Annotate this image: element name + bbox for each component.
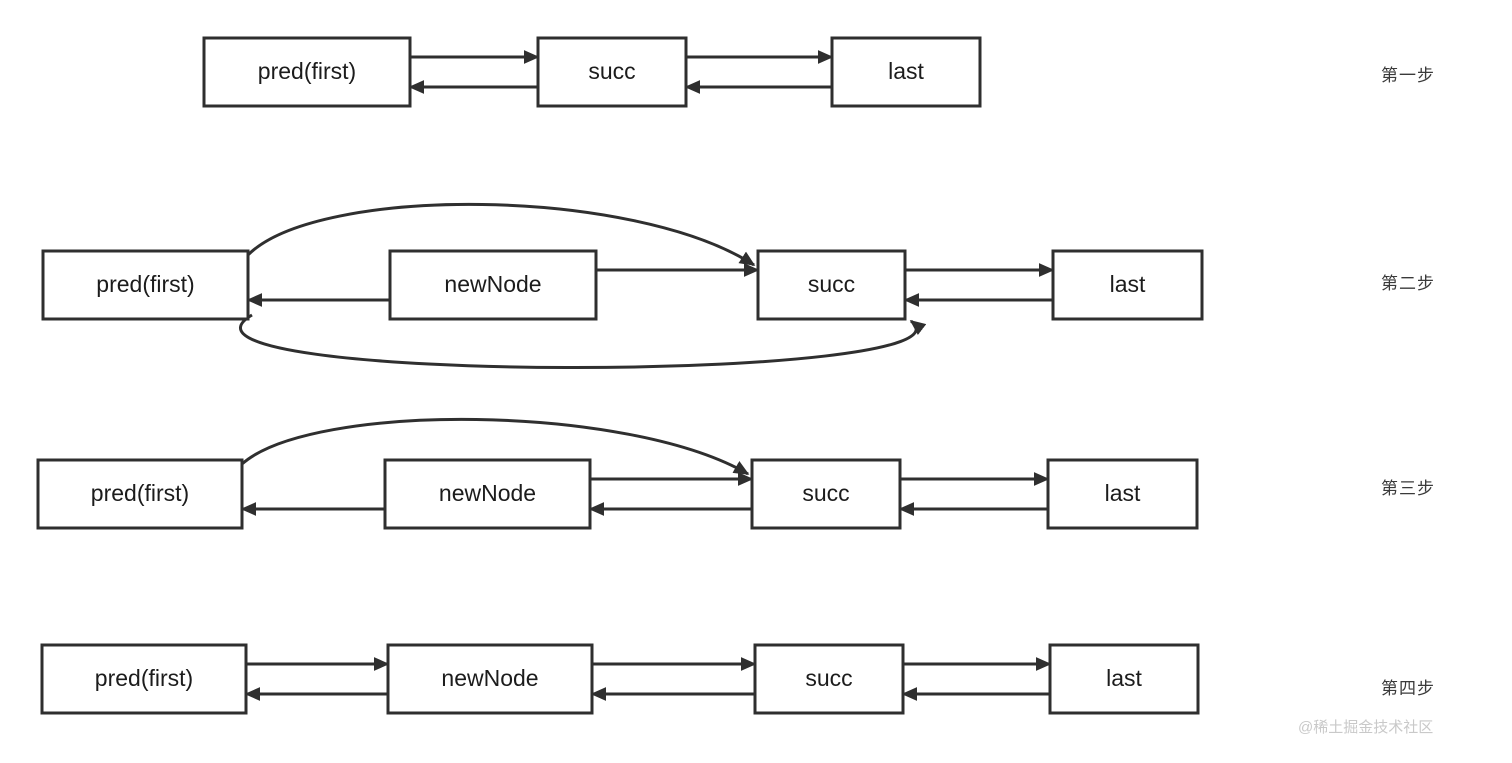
node-succ-step-3[interactable]: succ bbox=[750, 458, 902, 530]
node-box-succ[interactable] bbox=[750, 458, 902, 530]
node-box-last[interactable] bbox=[1048, 643, 1200, 715]
diagram-row-step-1: pred(first) succ last bbox=[202, 36, 982, 108]
node-box-pred[interactable] bbox=[41, 249, 250, 321]
node-label-newNode: newNode bbox=[439, 480, 536, 506]
node-label-succ: succ bbox=[808, 271, 855, 297]
node-pred-step-2[interactable]: pred(first) bbox=[41, 249, 250, 321]
node-label-pred: pred(first) bbox=[96, 271, 194, 297]
links-step-3 bbox=[240, 417, 1050, 516]
diagram-shapes: pred(first) succ last pred(first) newNode suc… bbox=[36, 36, 1204, 715]
node-label-pred: pred(first) bbox=[258, 58, 356, 84]
node-newNode-step-3[interactable]: newNode bbox=[383, 458, 592, 530]
link-pred-to-succ-step-2 bbox=[246, 203, 756, 267]
step-label-1: 第一步 bbox=[1381, 66, 1435, 85]
node-box-newNode[interactable] bbox=[383, 458, 592, 530]
node-box-last[interactable] bbox=[830, 36, 982, 108]
node-newNode-step-2[interactable]: newNode bbox=[388, 249, 598, 321]
watermark: @稀土掘金技术社区 bbox=[1298, 719, 1434, 736]
node-last-step-1[interactable]: last bbox=[830, 36, 982, 108]
node-label-succ: succ bbox=[588, 58, 635, 84]
node-label-pred: pred(first) bbox=[91, 480, 189, 506]
links-step-1 bbox=[408, 50, 834, 94]
node-last-step-4[interactable]: last bbox=[1048, 643, 1200, 715]
node-pred-step-3[interactable]: pred(first) bbox=[36, 458, 244, 530]
node-label-last: last bbox=[1105, 480, 1141, 506]
node-box-last[interactable] bbox=[1046, 458, 1199, 530]
node-newNode-step-4[interactable]: newNode bbox=[386, 643, 594, 715]
node-last-step-2[interactable]: last bbox=[1051, 249, 1204, 321]
node-last-step-3[interactable]: last bbox=[1046, 458, 1199, 530]
node-label-succ: succ bbox=[805, 665, 852, 691]
node-succ-step-1[interactable]: succ bbox=[536, 36, 688, 108]
node-label-last: last bbox=[1110, 271, 1146, 297]
step-label-4: 第四步 bbox=[1381, 679, 1435, 698]
node-box-succ[interactable] bbox=[756, 249, 907, 321]
node-box-last[interactable] bbox=[1051, 249, 1204, 321]
node-label-newNode: newNode bbox=[441, 665, 538, 691]
node-label-last: last bbox=[1106, 665, 1142, 691]
node-label-pred: pred(first) bbox=[95, 665, 193, 691]
node-succ-step-4[interactable]: succ bbox=[753, 643, 905, 715]
step-label-3: 第三步 bbox=[1381, 479, 1435, 498]
step-label-2: 第二步 bbox=[1381, 274, 1435, 293]
node-box-newNode[interactable] bbox=[388, 249, 598, 321]
node-box-succ[interactable] bbox=[753, 643, 905, 715]
node-box-succ[interactable] bbox=[536, 36, 688, 108]
node-label-succ: succ bbox=[802, 480, 849, 506]
link-pred-to-succ-step-3 bbox=[241, 417, 750, 476]
diagram-row-step-2: pred(first) newNode succ last bbox=[41, 203, 1204, 369]
node-box-pred[interactable] bbox=[202, 36, 412, 108]
node-pred-step-1[interactable]: pred(first) bbox=[202, 36, 412, 108]
diagram-row-step-3: pred(first) newNode succ last bbox=[36, 417, 1199, 530]
node-succ-step-2[interactable]: succ bbox=[756, 249, 907, 321]
node-box-pred[interactable] bbox=[36, 458, 244, 530]
node-box-newNode[interactable] bbox=[386, 643, 594, 715]
diagram-row-step-4: pred(first) newNode succ last bbox=[40, 643, 1200, 715]
links-step-4 bbox=[244, 657, 1052, 701]
links-step-2 bbox=[239, 203, 1055, 369]
link-succ-to-pred-step-2 bbox=[239, 313, 927, 369]
node-label-last: last bbox=[888, 58, 924, 84]
node-box-pred[interactable] bbox=[40, 643, 248, 715]
node-pred-step-4[interactable]: pred(first) bbox=[40, 643, 248, 715]
node-label-newNode: newNode bbox=[444, 271, 541, 297]
